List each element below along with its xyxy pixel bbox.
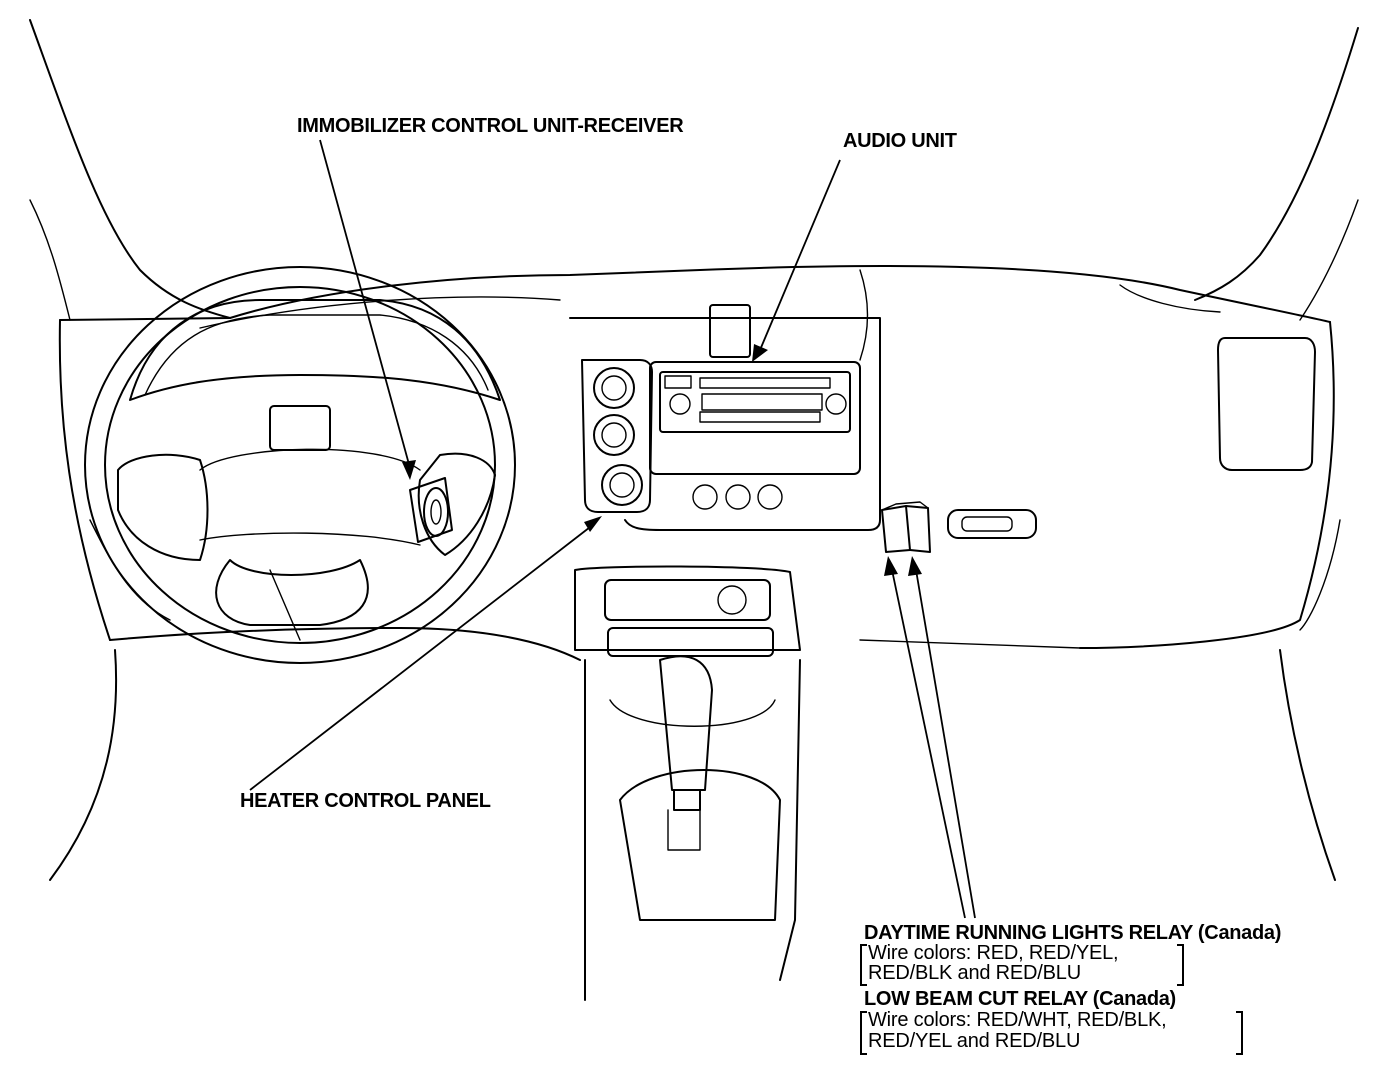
drl-relay-label: DAYTIME RUNNING LIGHTS RELAY (Canada) bbox=[864, 922, 1282, 944]
heater-control-label: HEATER CONTROL PANEL bbox=[240, 790, 491, 812]
immobilizer-receiver-icon bbox=[409, 477, 453, 543]
drl-wire-line1: Wire colors: RED, RED/YEL, bbox=[868, 942, 1119, 964]
center-stack bbox=[569, 304, 881, 531]
lower-panels bbox=[49, 649, 1336, 881]
drl-bracket-right bbox=[1177, 944, 1184, 986]
steering-wheel-icon bbox=[84, 266, 516, 664]
relay-icon bbox=[881, 501, 931, 553]
immobilizer-label: IMMOBILIZER CONTROL UNIT-RECEIVER bbox=[297, 115, 684, 137]
low-beam-wire-line2: RED/YEL and RED/BLU bbox=[868, 1030, 1081, 1052]
low-beam-bracket-right bbox=[1236, 1011, 1243, 1055]
dashboard-outline bbox=[58, 265, 1341, 661]
drl-bracket-left bbox=[860, 944, 867, 986]
shift-lever-icon bbox=[659, 655, 713, 851]
lower-console bbox=[574, 565, 801, 1001]
drl-wire-line2: RED/BLK and RED/BLU bbox=[868, 962, 1081, 984]
right-vent bbox=[1217, 337, 1316, 471]
glove-box-handle bbox=[947, 509, 1037, 539]
low-beam-wire-line1: Wire colors: RED/WHT, RED/BLK, bbox=[868, 1009, 1167, 1031]
low-beam-relay-label: LOW BEAM CUT RELAY (Canada) bbox=[864, 988, 1176, 1010]
leader-lines bbox=[249, 139, 976, 919]
audio-unit-label: AUDIO UNIT bbox=[843, 130, 957, 152]
windshield-frame bbox=[29, 19, 1359, 321]
low-beam-bracket-left bbox=[860, 1011, 867, 1055]
